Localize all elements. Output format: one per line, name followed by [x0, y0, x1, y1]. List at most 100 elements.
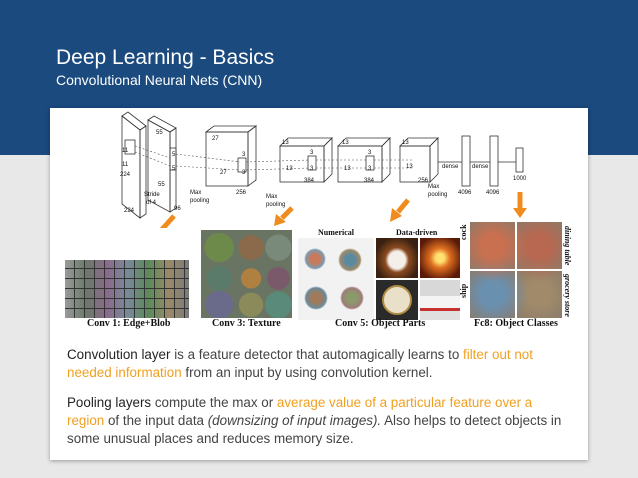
conv1-block-side: [169, 127, 177, 213]
maxpool-label: Max: [428, 184, 439, 190]
caption-conv5: Conv 5: Object Parts: [335, 318, 426, 329]
panel-label-numerical: Numerical: [318, 228, 354, 237]
caption-conv3: Conv 3: Texture: [212, 318, 281, 329]
text-span: is a feature detector that automagically…: [170, 347, 463, 362]
text-span: Also helps to detect objects in some unu…: [67, 413, 562, 446]
conv3-kernel: [307, 155, 317, 171]
conv5-car-image: [420, 280, 460, 320]
cnn-architecture-diagram: 11 11 224 224 55 55 5 5 Stride of 4 96 2…: [120, 111, 527, 228]
fc8-class-images: [470, 222, 562, 318]
dense1-block: [461, 135, 471, 187]
conv2-kernel: [237, 157, 247, 173]
dim-label: 3: [368, 150, 372, 156]
dim-label: 11: [122, 162, 129, 168]
feature-blob: [338, 248, 362, 272]
arrowhead: [390, 208, 402, 222]
maxpool-label: Max: [190, 190, 201, 196]
connector: [245, 159, 311, 163]
highlight-average: average value of a particular feature ov…: [67, 395, 533, 428]
dim-label: 3: [242, 152, 246, 158]
dim-label: 3: [310, 166, 314, 172]
conv4-block-front: [337, 145, 383, 183]
connector: [175, 153, 241, 163]
input-block-side: [139, 125, 147, 219]
dim-label: 5: [172, 166, 176, 172]
dim-label: 1000: [513, 176, 527, 182]
text-span: from an input by using convolution kerne…: [181, 365, 433, 380]
connector: [175, 165, 241, 171]
maxpool-label: Max: [266, 194, 277, 200]
paragraph-pooling: Pooling layers compute the max or averag…: [67, 394, 572, 448]
feature-blob: [304, 286, 328, 310]
conv4-block-side: [381, 137, 391, 183]
arrowhead: [513, 208, 527, 218]
conv5-block-side: [429, 137, 439, 183]
slide-title: Deep Learning - Basics: [56, 46, 275, 69]
dim-label: 5: [172, 152, 176, 158]
dense-label: dense: [442, 164, 459, 170]
conv5-numerical-image: [298, 238, 374, 320]
dim-label: 384: [304, 178, 315, 184]
highlight-filter: filter out not needed information: [67, 347, 533, 380]
text-span: of the input data: [104, 413, 208, 428]
conv5-fire-image: [420, 238, 460, 278]
feature-blob: [304, 248, 326, 270]
conv1-filters-image: [65, 260, 189, 318]
maxpool-label: pooling: [190, 198, 209, 204]
panel-label-data-driven: Data-driven: [396, 228, 438, 237]
dim-label: 13: [342, 140, 349, 146]
dim-label: 11: [122, 148, 129, 154]
dim-label: 224: [120, 172, 131, 178]
maxpool-label: pooling: [266, 202, 285, 208]
dim-label: 224: [124, 208, 135, 214]
dim-label: 13: [344, 166, 351, 172]
feature-blob: [340, 286, 364, 310]
dim-label: 256: [236, 190, 247, 196]
panel-label-ship: ship: [459, 283, 468, 298]
panel-label-cock: cock: [459, 224, 468, 240]
dim-label: 13: [282, 140, 289, 146]
paragraph-convolution: Convolution layer is a feature detector …: [67, 346, 572, 382]
conv3-texture-image: [201, 230, 292, 318]
dense2-block: [489, 135, 499, 187]
arrowhead: [274, 214, 286, 226]
conv5-block-front: [399, 145, 431, 183]
conv2-block-side: [247, 125, 257, 187]
conv5-dog-image: [376, 238, 418, 278]
dim-label: 55: [156, 130, 163, 136]
conv5-clock-image: [376, 280, 418, 320]
text-downsizing: (downsizing of input images).: [207, 413, 382, 428]
arrow-conv1: [159, 214, 176, 228]
output-block: [515, 147, 524, 173]
text-span: compute the max or: [151, 395, 277, 410]
stride-label: of 4: [146, 200, 157, 206]
dim-label: 27: [212, 136, 219, 142]
term-convolution-layer: Convolution layer: [67, 347, 171, 362]
content-card: 11 11 224 224 55 55 5 5 Stride of 4 96 2…: [50, 108, 588, 460]
dim-label: 3: [310, 150, 314, 156]
conv3-block-side: [323, 137, 333, 183]
caption-fc8: Fc8: Object Classes: [474, 318, 558, 329]
arrow-conv5: [396, 198, 410, 214]
conv3-block-front: [279, 145, 325, 183]
input-block-top: [121, 111, 147, 131]
dim-label: 256: [418, 178, 429, 184]
conv4-kernel: [365, 155, 375, 171]
dim-label: 55: [158, 182, 165, 188]
dim-label: 13: [402, 140, 409, 146]
dim-label: 4096: [458, 190, 472, 196]
arrow-conv3: [280, 206, 294, 220]
dim-label: 13: [286, 166, 293, 172]
dim-label: 13: [406, 164, 413, 170]
dim-label: 3: [242, 170, 246, 176]
panel-label-dining-table: dining table: [563, 226, 572, 266]
conv1-kernel: [169, 147, 177, 171]
stride-label: Stride: [144, 192, 160, 198]
connector: [245, 167, 311, 171]
dim-label: 384: [364, 178, 375, 184]
slide-subtitle: Convolutional Neural Nets (CNN): [56, 72, 263, 88]
dim-label: 27: [220, 170, 227, 176]
dense-label: dense: [472, 164, 489, 170]
input-kernel: [124, 139, 136, 155]
dim-label: 4096: [486, 190, 500, 196]
